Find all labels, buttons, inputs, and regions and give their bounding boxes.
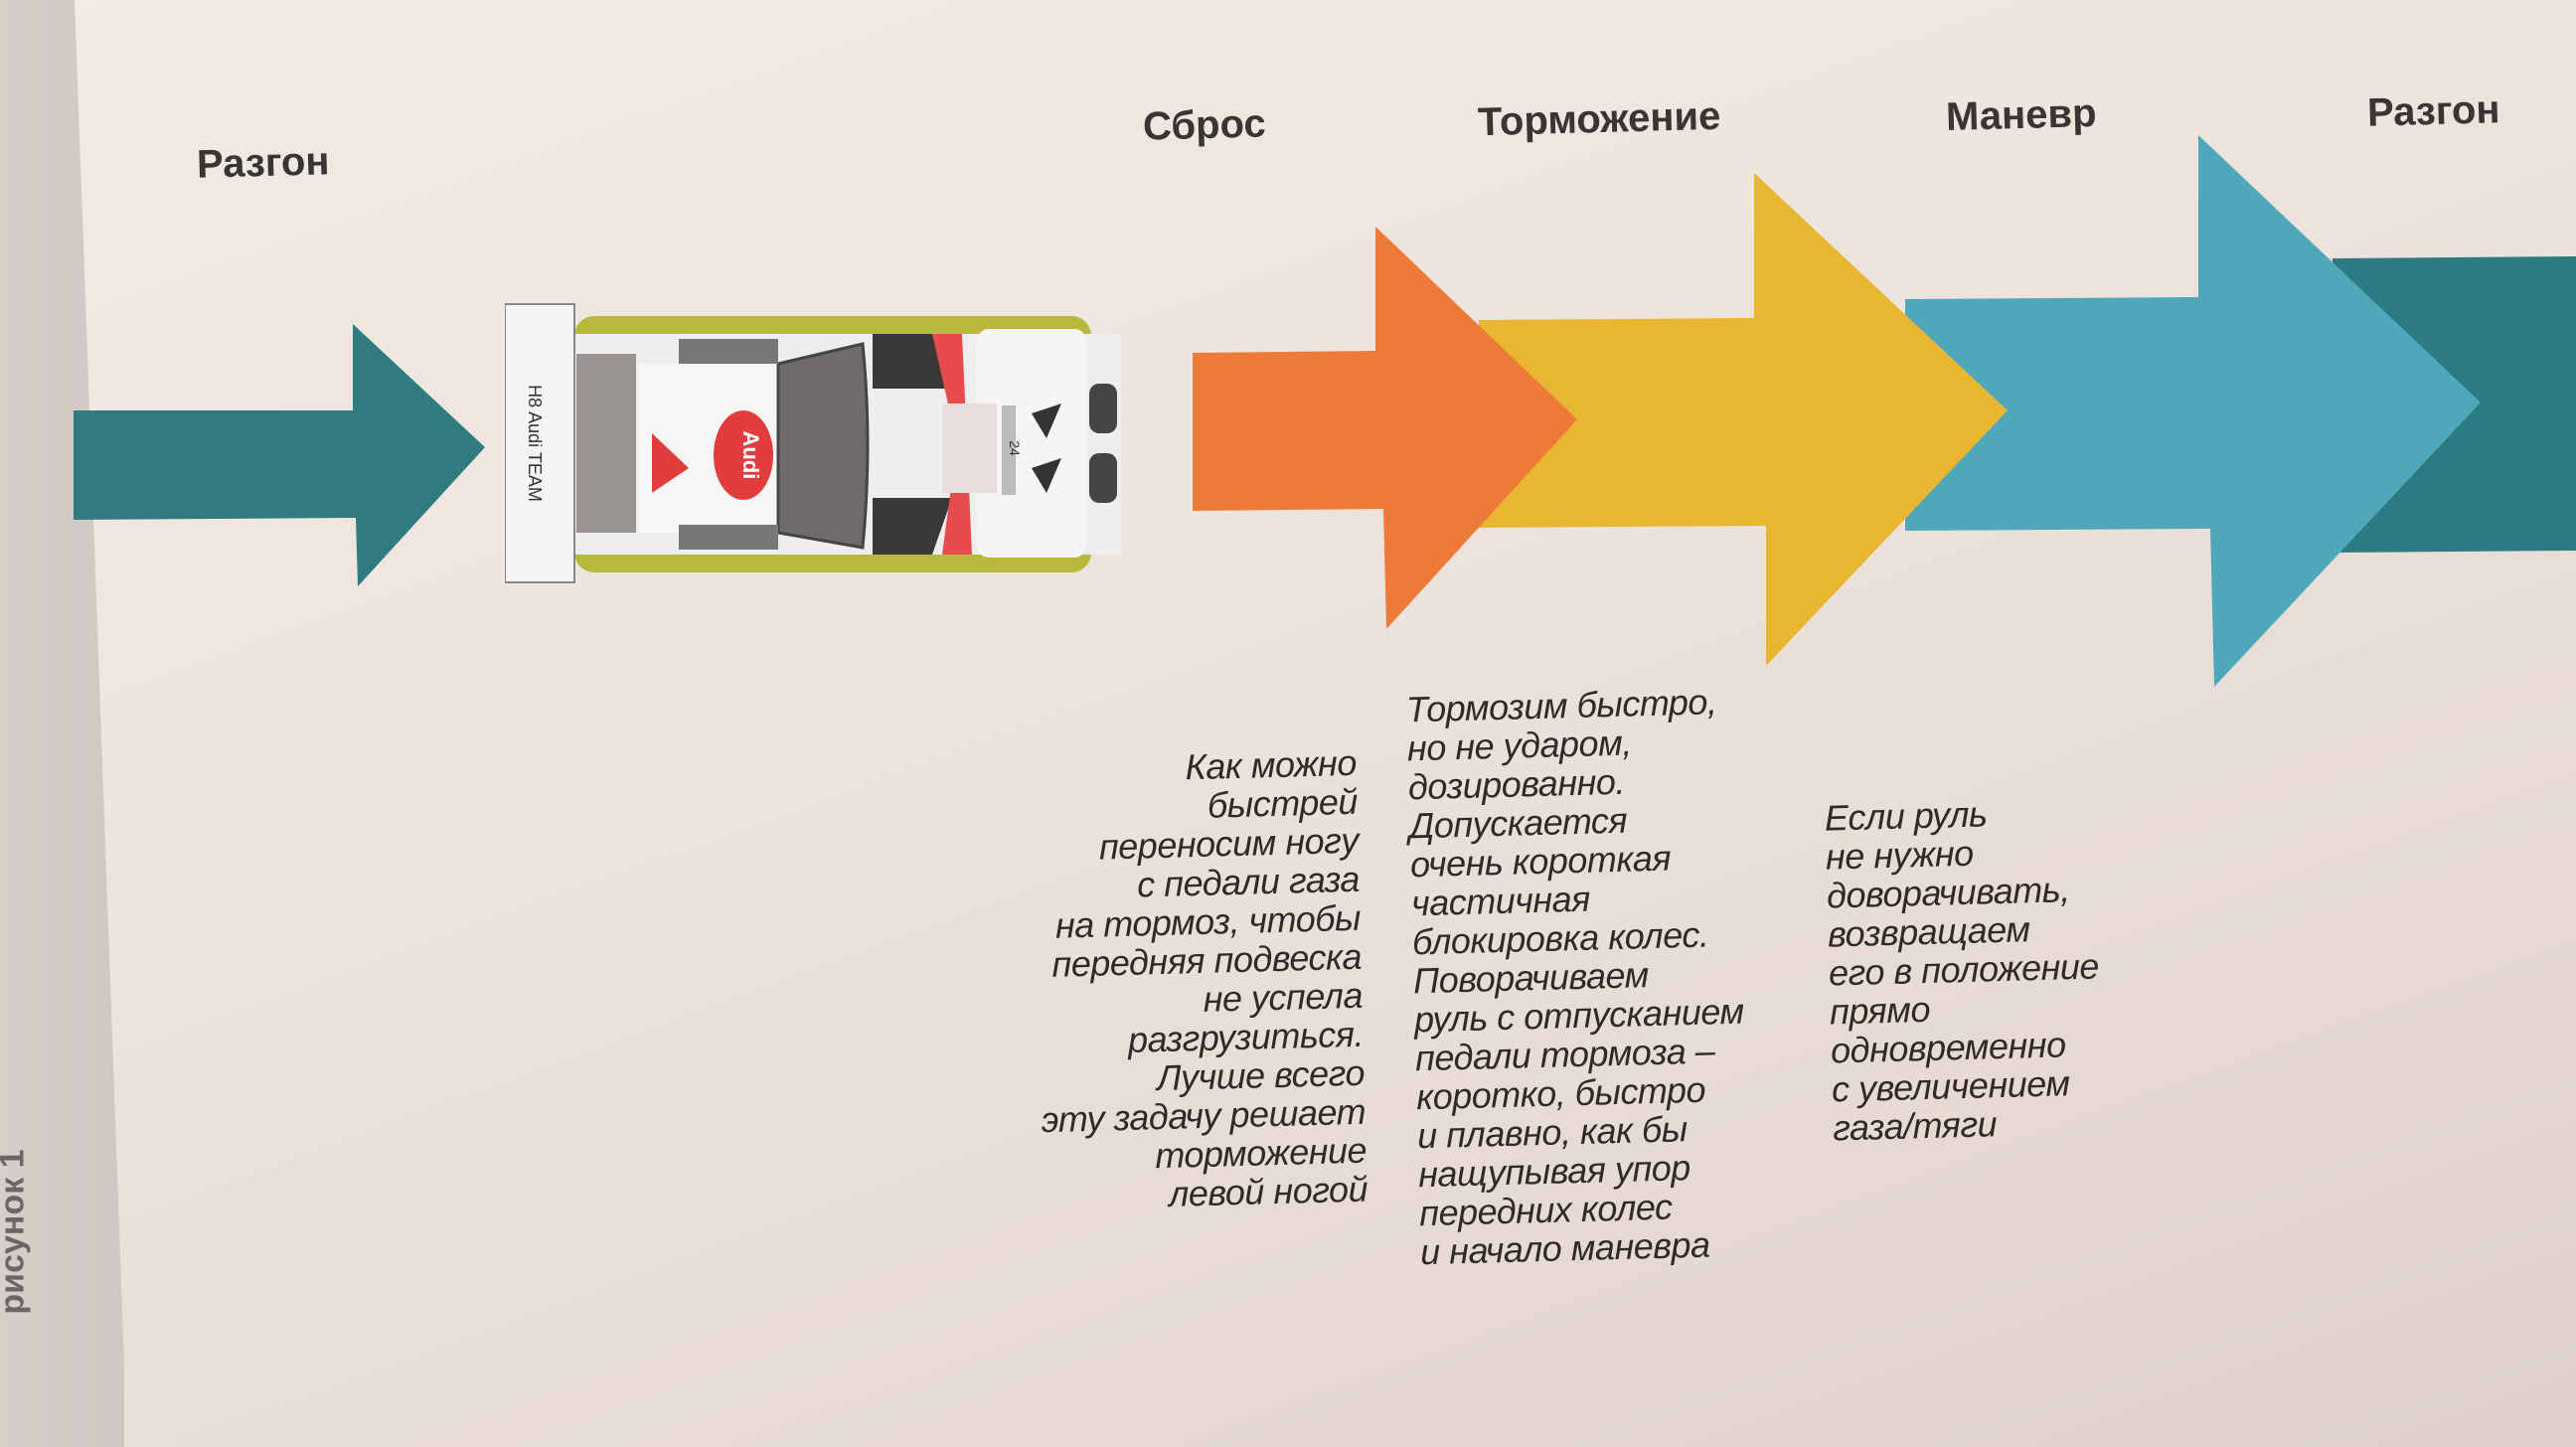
braking-description: Тормозим быстро,но не ударом,дозированно…: [1405, 681, 1750, 1273]
text-line: левой ногой: [1167, 1168, 1368, 1214]
stage-label-accelerate: Разгон: [196, 139, 331, 187]
text-line: его в положение: [1828, 945, 2100, 994]
text-line: газа/тяги: [1832, 1103, 1998, 1149]
stage-label-maneuver: Маневр: [1945, 91, 2098, 139]
text-line: доворачивать,: [1826, 869, 2071, 916]
stage-label-accelerate-final: Разгон: [2366, 87, 2501, 135]
arrow-maneuver: [1905, 135, 2481, 687]
text-line: и начало маневра: [1419, 1223, 1711, 1273]
stage-label-braking: Торможение: [1477, 93, 1721, 145]
text-line: блокировка колес.: [1411, 913, 1709, 963]
arrow-braking: [1479, 173, 2008, 666]
car-team-text: H8 Audi TEAM: [525, 385, 545, 502]
rally-car-top-view: H8 Audi TEAM Audi 24: [505, 303, 1121, 583]
arrow-reset: [1193, 227, 1577, 629]
stage-label-reset: Сброс: [1142, 101, 1267, 149]
text-line: коротко, быстро: [1415, 1068, 1706, 1118]
car-number: 24: [1007, 440, 1023, 456]
text-line: с увеличением: [1831, 1062, 2071, 1110]
arrow-accelerate: [74, 324, 485, 586]
car-logo: Audi: [738, 431, 763, 480]
text-line: Тормозим быстро,: [1405, 681, 1717, 730]
